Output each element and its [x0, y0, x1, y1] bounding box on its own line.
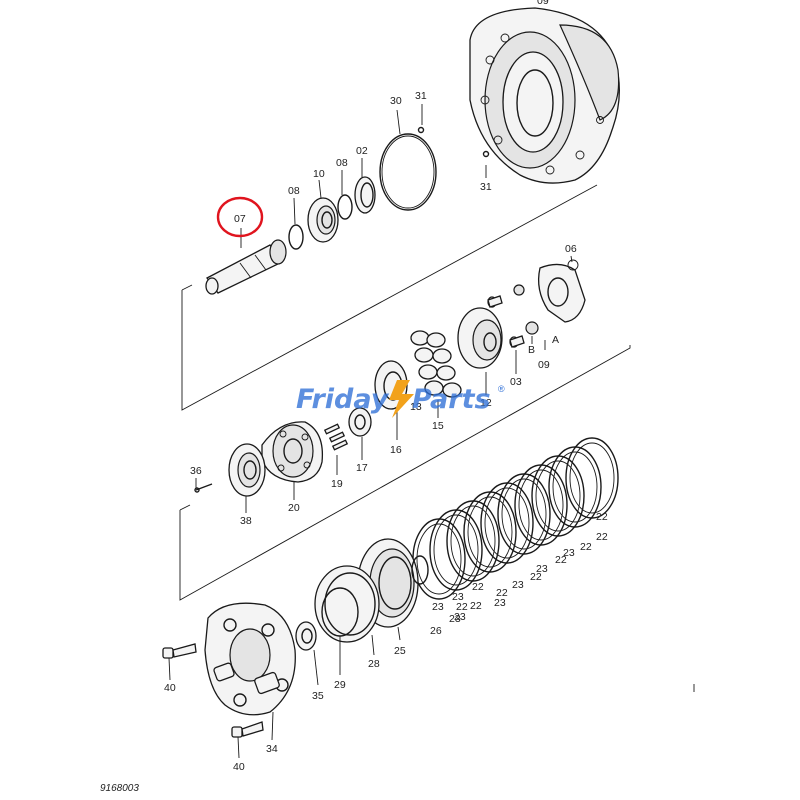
label-02: 02: [356, 145, 368, 157]
label-23-e: 23: [454, 611, 466, 623]
label-35: 35: [312, 690, 324, 702]
label-10: 10: [313, 168, 325, 180]
rear-cover-part-34: [204, 602, 296, 716]
watermark-logo: Friday Parts ®: [296, 380, 505, 418]
section-guide-lines: [179, 184, 631, 601]
label-16: 16: [390, 444, 402, 456]
leader-lines: [168, 104, 573, 759]
label-28: 28: [368, 658, 380, 670]
label-26: 26: [430, 625, 442, 637]
label-31-bottom: 31: [480, 181, 492, 193]
label-36: 36: [190, 465, 202, 477]
label-38: 38: [240, 515, 252, 527]
label-19: 19: [331, 478, 343, 490]
label-22-b: 22: [596, 511, 608, 523]
o-ring-part-30: [379, 133, 437, 211]
label-22-d: 22: [555, 554, 567, 566]
housing-part: [469, 7, 620, 184]
label-23-b: 23: [536, 563, 548, 575]
label-40-a: 40: [164, 682, 176, 694]
plug-part-36: [194, 483, 213, 493]
shaft-part-07: [205, 239, 287, 295]
cylinder-block-part-20: [261, 421, 324, 483]
o-ring-part-28: [314, 565, 380, 643]
lightning-bolt-icon: [389, 380, 414, 418]
drawing-code: 9168003: [100, 783, 139, 794]
bearing-part-10: [307, 197, 339, 243]
spring-pins-part-19: [323, 423, 349, 451]
label-03: 03: [510, 376, 522, 388]
piston-set-part-15: [410, 330, 462, 398]
registered-mark: ®: [498, 384, 505, 394]
label-31-top: 31: [415, 90, 427, 102]
label-06: 06: [565, 243, 577, 255]
label-40-b: 40: [233, 761, 245, 773]
label-23-g: 23: [432, 601, 444, 613]
label-22-h: 22: [472, 581, 484, 593]
label-23-c: 23: [512, 579, 524, 591]
label-23-d: 23: [494, 597, 506, 609]
bearing-part-38: [228, 443, 266, 497]
pin-part-03: [487, 295, 525, 348]
label-22-e: 22: [530, 571, 542, 583]
label-08-left: 08: [288, 185, 300, 197]
bolt-part-40: [162, 643, 264, 738]
label-17: 17: [356, 462, 368, 474]
label-29: 29: [334, 679, 346, 691]
highlight-circle: [216, 196, 264, 238]
label-A: A: [552, 334, 559, 346]
watermark-text-2: Parts: [412, 384, 491, 415]
label-15: 15: [432, 420, 444, 432]
label-23-f: 23: [452, 591, 464, 603]
label-22-c: 22: [580, 541, 592, 553]
label-30: 30: [390, 95, 402, 107]
label-09-top: 09: [537, 0, 549, 7]
label-22-f: 22: [496, 587, 508, 599]
valve-plate-part-12: [457, 307, 503, 369]
label-23-h: 23: [449, 613, 461, 625]
label-23-a: 23: [563, 547, 575, 559]
label-B: B: [528, 344, 535, 356]
bearing-part-35: [295, 621, 317, 651]
spring-part-26: [411, 555, 429, 585]
label-20: 20: [288, 502, 300, 514]
pin-part-31: [417, 126, 490, 158]
watermark-text-1: Friday: [296, 384, 390, 415]
snap-ring-part-08: [288, 194, 353, 250]
label-12: 12: [480, 397, 492, 409]
brake-disc-stack: [412, 437, 619, 600]
swash-plate-part-09: [513, 259, 586, 335]
label-25: 25: [394, 645, 406, 657]
part-labels: 09 30 31 02 08 10 08 07 31 06 A B 03 09 …: [164, 0, 608, 773]
label-13: 13: [410, 401, 422, 413]
label-22-i: 22: [456, 601, 468, 613]
label-07: 07: [234, 213, 246, 225]
label-34: 34: [266, 743, 278, 755]
label-22-g: 22: [470, 600, 482, 612]
label-08-right: 08: [336, 157, 348, 169]
label-09: 09: [538, 359, 550, 371]
label-22-a: 22: [596, 531, 608, 543]
spherical-bush-part-17: [348, 407, 372, 437]
ring-part-02: [354, 176, 376, 214]
